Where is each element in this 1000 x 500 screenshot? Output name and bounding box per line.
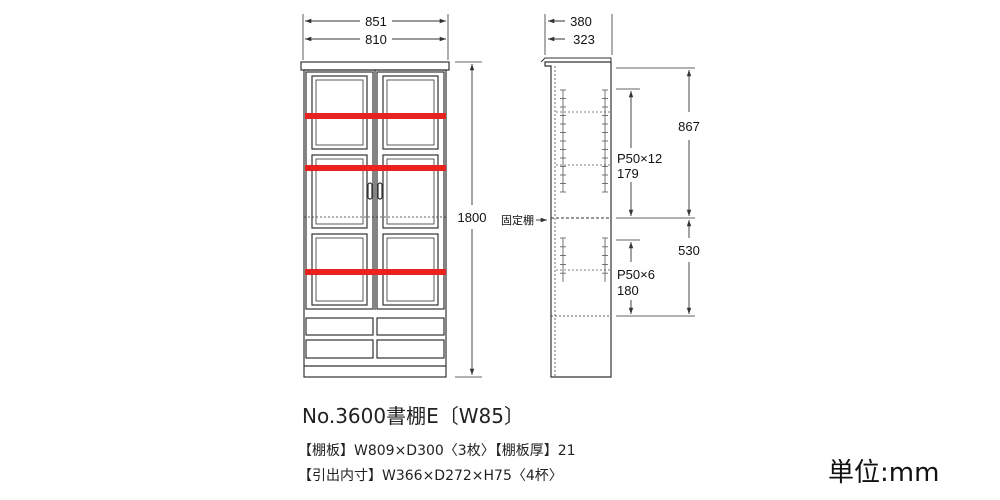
pane-right-2: [382, 154, 439, 229]
dim-810-label: 810: [365, 32, 387, 47]
pane-left-2-inner: [315, 158, 364, 225]
drawer-3: [305, 339, 374, 359]
dim-323-label: 323: [573, 32, 595, 47]
shelf-highlights: [305, 113, 446, 275]
shelf-highlight-3: [305, 269, 446, 275]
lower-pitch-range-label: 180: [617, 283, 639, 298]
pane-right-2-inner: [386, 158, 435, 225]
side-view: [536, 14, 695, 378]
pane-right-1: [382, 75, 439, 150]
front-top-board: [300, 61, 450, 71]
dim-380-label: 380: [570, 14, 592, 29]
front-view: [300, 14, 482, 378]
upper-pitch-range-label: 179: [617, 166, 639, 181]
shelf-highlight-2: [305, 165, 446, 171]
drawer-4: [376, 339, 445, 359]
dim-867-label: 867: [678, 119, 700, 134]
handle-left: [367, 182, 373, 200]
spec-shelf: 【棚板】W809×D300〈3枚〉【棚板厚】21: [298, 443, 576, 459]
spec-drawer: 【引出内寸】W366×D272×H75〈4杯〉: [298, 468, 563, 484]
dim-530-label: 530: [678, 243, 700, 258]
dim-1800-label: 1800: [458, 210, 487, 225]
drawer-1: [305, 317, 374, 336]
pane-left-1-inner: [315, 79, 364, 146]
shelf-pin-holes: [556, 89, 610, 282]
lower-pitch-label: P50×6: [617, 267, 655, 282]
product-title: No.3600書棚E〔W85〕: [302, 404, 524, 428]
upper-pitch-label: P50×12: [617, 151, 662, 166]
pane-left-1: [311, 75, 368, 150]
drawer-2: [376, 317, 445, 336]
shelf-highlight-1: [305, 113, 446, 119]
side-top-lip: [540, 57, 612, 63]
handle-right: [377, 182, 383, 200]
door-right: [376, 71, 445, 310]
pane-right-1-inner: [386, 79, 435, 146]
fixed-shelf-label: 固定棚: [501, 213, 534, 227]
pane-left-2: [311, 154, 368, 229]
door-left: [305, 71, 374, 310]
dim-851-label: 851: [365, 14, 387, 29]
unit-label: 単位:mm: [828, 458, 940, 488]
